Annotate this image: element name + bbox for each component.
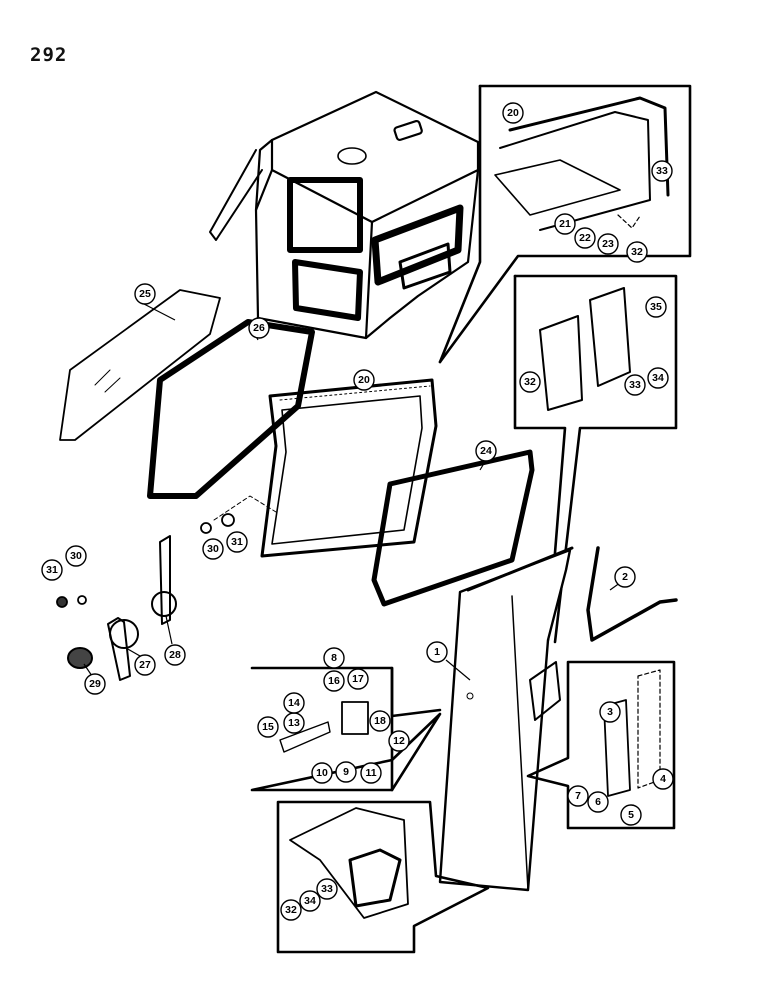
callout-23: 23 [597, 233, 619, 255]
callout-24-label: 24 [480, 445, 492, 457]
callout-33-mid: 33 [624, 374, 646, 396]
callout-34-bottom: 34 [299, 890, 321, 912]
callout-33-top: 33 [651, 160, 673, 182]
callout-8: 8 [323, 647, 345, 669]
callout-28: 28 [164, 644, 186, 666]
callout-27: 27 [134, 654, 156, 676]
callout-20-label: 20 [358, 374, 370, 386]
callout-3-label: 3 [607, 706, 613, 718]
callout-25-label: 25 [139, 288, 151, 300]
callout-10-label: 10 [316, 767, 328, 779]
callout-32-top: 32 [626, 241, 648, 263]
callout-31-label: 31 [231, 536, 243, 548]
callout-21-label: 21 [559, 218, 571, 230]
callout-33-bottom: 33 [316, 878, 338, 900]
callout-32-bottom: 32 [280, 899, 302, 921]
callout-13-label: 13 [288, 717, 300, 729]
callout-9-label: 9 [343, 766, 349, 778]
latch-handles [67, 535, 177, 681]
callout-20-top-label: 20 [507, 107, 519, 119]
callout-32-top-label: 32 [631, 246, 643, 258]
callout-4: 4 [652, 768, 674, 790]
callout-22-label: 22 [579, 232, 591, 244]
callout-11-label: 11 [365, 767, 376, 779]
callout-32-mid: 32 [519, 371, 541, 393]
detail-box-window-bracket [513, 274, 678, 644]
callout-29-label: 29 [89, 678, 101, 690]
callout-8-label: 8 [331, 652, 337, 664]
callout-32-mid-label: 32 [524, 376, 536, 388]
callout-6: 6 [587, 791, 609, 813]
callout-6-label: 6 [595, 796, 601, 808]
callout-7: 7 [567, 785, 589, 807]
callout-26-label: 26 [253, 322, 265, 334]
callout-15: 15 [257, 716, 279, 738]
detail-box-lower-bracket [276, 800, 490, 954]
callout-24: 24 [475, 440, 497, 462]
callout-17: 17 [347, 668, 369, 690]
callout-30: 30 [202, 538, 224, 560]
callout-34-bottom-label: 34 [304, 895, 316, 907]
glass-seal-24 [371, 449, 535, 607]
callout-33-mid-label: 33 [629, 379, 641, 391]
glass-pane-25 [59, 289, 221, 441]
callout-10: 10 [311, 762, 333, 784]
callout-34-mid: 34 [647, 367, 669, 389]
rubber-seal-26 [147, 319, 315, 499]
callout-17-label: 17 [352, 673, 364, 685]
weatherstrip-2 [586, 546, 678, 642]
callout-11: 11 [360, 762, 382, 784]
callout-30-label: 30 [207, 543, 219, 555]
callout-30-left: 30 [65, 545, 87, 567]
callout-27-label: 27 [139, 659, 151, 671]
callout-12-label: 12 [393, 735, 405, 747]
callout-3: 3 [599, 701, 621, 723]
detail-box-window-frame-top [438, 84, 692, 364]
callout-7-label: 7 [575, 790, 581, 802]
callout-16-label: 16 [328, 675, 340, 687]
callout-22: 22 [574, 227, 596, 249]
callout-26: 26 [248, 317, 270, 339]
callout-35-label: 35 [650, 301, 662, 313]
callout-35: 35 [645, 296, 667, 318]
callout-33-bottom-label: 33 [321, 883, 333, 895]
callout-31: 31 [226, 531, 248, 553]
side-pillar-1 [438, 546, 574, 892]
callout-12: 12 [388, 730, 410, 752]
callout-2-label: 2 [622, 571, 628, 583]
callout-25: 25 [134, 283, 156, 305]
callout-34-mid-label: 34 [652, 372, 664, 384]
callout-18: 18 [369, 710, 391, 732]
callout-21: 21 [554, 213, 576, 235]
callout-15-label: 15 [262, 721, 274, 733]
callout-1-label: 1 [434, 646, 440, 658]
callout-20: 20 [353, 369, 375, 391]
callout-32-bottom-label: 32 [285, 904, 297, 916]
callout-5-label: 5 [628, 809, 634, 821]
callout-30-left-label: 30 [70, 550, 82, 562]
callout-31-left-label: 31 [46, 564, 58, 576]
window-frame-20 [260, 378, 438, 558]
callout-13: 13 [283, 712, 305, 734]
callout-28-label: 28 [169, 649, 181, 661]
callout-31-left: 31 [41, 559, 63, 581]
callout-33-top-label: 33 [656, 165, 668, 177]
hardware-nuts-washers [56, 495, 277, 608]
callout-1: 1 [426, 641, 448, 663]
callout-2: 2 [614, 566, 636, 588]
callout-5: 5 [620, 804, 642, 826]
callout-14-label: 14 [288, 697, 300, 709]
page-number: 292 [30, 44, 68, 66]
callout-4-label: 4 [660, 773, 666, 785]
callout-9: 9 [335, 761, 357, 783]
callout-23-label: 23 [602, 238, 614, 250]
callout-18-label: 18 [374, 715, 386, 727]
callout-16: 16 [323, 670, 345, 692]
callout-20-top: 20 [502, 102, 524, 124]
callout-29: 29 [84, 673, 106, 695]
callout-14: 14 [283, 692, 305, 714]
detail-box-latch [250, 666, 442, 792]
cab-body [209, 90, 480, 340]
